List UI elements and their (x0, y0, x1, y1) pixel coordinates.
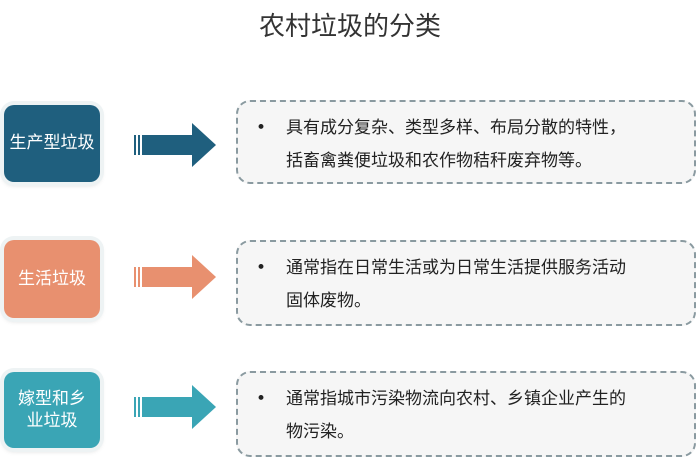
description-box: • 通常指在日常生活或为日常生活提供服务活动 固体废物。 (236, 240, 696, 326)
description-line: 通常指在日常生活或为日常生活提供服务活动 (286, 258, 626, 278)
category-label: 嫁型和乡 (18, 388, 86, 409)
page-title: 农村垃圾的分类 (258, 12, 441, 42)
description-line: 括畜禽粪便垃圾和农作物秸秆废弃物等。 (286, 151, 592, 171)
description-line: 物污染。 (286, 422, 354, 442)
category-label: 生产型垃圾 (9, 133, 95, 154)
description-line: 固体废物。 (286, 291, 371, 311)
arrow-right-icon (134, 123, 216, 167)
description-line: 具有成分复杂、类型多样、布局分散的特性， (286, 118, 626, 138)
description-box: • 具有成分复杂、类型多样、布局分散的特性， 括畜禽粪便垃圾和农作物秸秆废弃物等。 (236, 100, 696, 184)
description-box: • 通常指城市污染物流向农村、乡镇企业产生的 物污染。 (236, 371, 696, 457)
category-box-transfer: 嫁型和乡 业垃圾 (4, 372, 100, 448)
arrow-right-icon (134, 385, 216, 429)
category-label: 生活垃圾 (18, 268, 86, 289)
description-line: 通常指城市污染物流向农村、乡镇企业产生的 (286, 389, 626, 409)
bullet: • (256, 389, 267, 409)
arrow-right-icon (134, 255, 216, 299)
category-label: 业垃圾 (26, 411, 78, 431)
category-box-living: 生活垃圾 (4, 240, 100, 318)
bullet: • (256, 118, 267, 138)
bullet: • (256, 258, 267, 278)
category-box-production: 生产型垃圾 (4, 105, 100, 182)
